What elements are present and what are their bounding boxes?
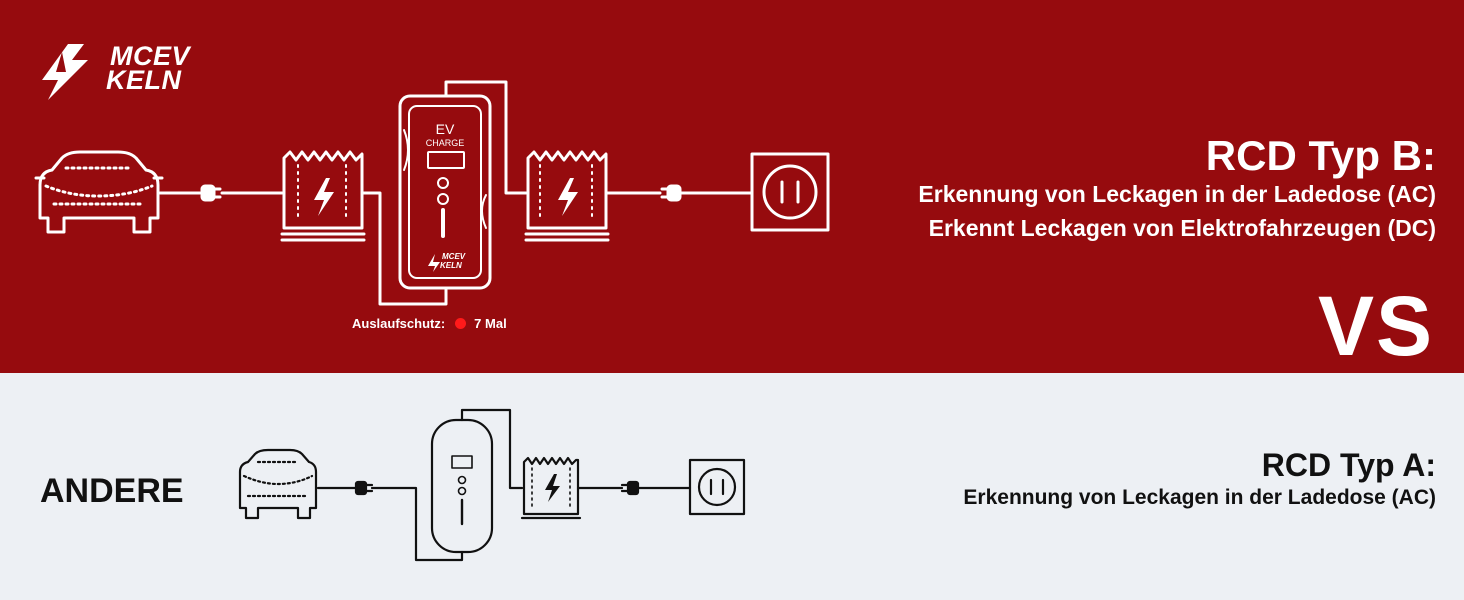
ev-charger-icon xyxy=(398,94,492,290)
top-title: RCD Typ B: xyxy=(1205,132,1436,179)
top-line2: Erkennt Leckagen von Elektrofahrzeugen (… xyxy=(928,215,1436,241)
charger-brand-line2: KELN xyxy=(440,261,462,270)
vs-label: VS xyxy=(1317,279,1434,373)
breaker-small-icon xyxy=(520,456,582,520)
charger-brand-line1: MCEV xyxy=(442,252,466,261)
plug-small-right-icon xyxy=(620,480,640,496)
top-panel xyxy=(0,0,1464,373)
plug-small-left-icon xyxy=(354,480,374,496)
brand-logo: MCEV KELN xyxy=(40,42,210,102)
leak-indicator-dot xyxy=(455,318,467,329)
bottom-panel xyxy=(0,373,1464,600)
bottom-line1: Erkennung von Leckagen in der Ladedose (… xyxy=(963,486,1436,509)
plug-right-icon xyxy=(660,184,682,202)
lightning-logo-icon xyxy=(42,44,88,100)
charger-label: EV xyxy=(435,121,455,137)
leak-protection: Auslaufschutz: 7 Mal xyxy=(352,316,507,331)
charger-small-icon xyxy=(430,418,494,554)
socket-small-icon xyxy=(688,458,746,516)
logo-text-line1: MCEV xyxy=(110,41,191,71)
logo-text-line2: KELN xyxy=(106,65,182,95)
top-line1: Erkennung von Leckagen in der Ladedose (… xyxy=(918,181,1436,207)
breaker-left-icon xyxy=(280,150,366,242)
leak-value: 7 Mal xyxy=(474,316,507,331)
breaker-right-icon xyxy=(524,150,610,242)
other-label: ANDERE xyxy=(40,472,184,510)
leak-label: Auslaufschutz: xyxy=(352,316,446,331)
car-small-icon xyxy=(238,448,318,520)
plug-left-icon xyxy=(200,184,222,202)
charger-sublabel: CHARGE xyxy=(425,138,465,148)
car-icon xyxy=(34,150,164,234)
bottom-title: RCD Typ A: xyxy=(1261,447,1436,483)
wall-socket-icon xyxy=(750,152,830,232)
